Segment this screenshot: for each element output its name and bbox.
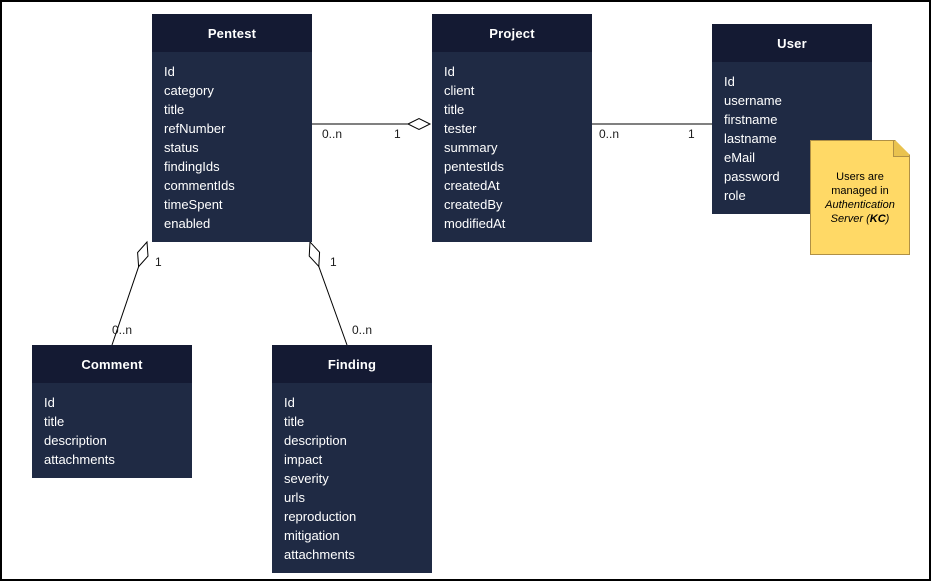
entity-field: Id: [284, 395, 295, 410]
entity-field: summary: [444, 140, 498, 155]
note-text-kc: KC: [869, 212, 886, 225]
entity-pentest: Pentest Id category title refNumber stat…: [152, 14, 312, 242]
entity-field: findingIds: [164, 159, 220, 174]
entity-field: title: [444, 102, 465, 117]
entity-field: commentIds: [164, 178, 235, 193]
entity-field: urls: [284, 490, 305, 505]
entity-field: impact: [284, 452, 323, 467]
entity-field: createdBy: [444, 197, 503, 212]
entity-field: pentestIds: [444, 159, 504, 174]
entity-field: client: [444, 83, 475, 98]
entity-field: tester: [444, 121, 477, 136]
entity-field: refNumber: [164, 121, 226, 136]
multiplicity-pentest-finding-target: 0..n: [352, 323, 373, 337]
entity-field: reproduction: [284, 509, 357, 524]
entity-field: modifiedAt: [444, 216, 506, 231]
entity-field: title: [44, 414, 65, 429]
entity-field: password: [724, 169, 780, 184]
note-text-close: ): [885, 212, 890, 225]
multiplicity-pentest-project-source: 0..n: [322, 127, 343, 141]
entity-field: timeSpent: [164, 197, 223, 212]
entity-comment: Comment Id title description attachments: [32, 345, 192, 478]
entity-field: mitigation: [284, 528, 340, 543]
entity-field: firstname: [724, 112, 778, 127]
entity-field: description: [284, 433, 347, 448]
entity-field: role: [724, 188, 746, 203]
multiplicity-pentest-finding-source: 1: [330, 255, 337, 269]
entity-comment-header: Comment: [32, 345, 192, 383]
entity-field: category: [164, 83, 214, 98]
entity-field: attachments: [284, 547, 355, 562]
entity-field: severity: [284, 471, 329, 486]
entity-field: Id: [164, 64, 175, 79]
entity-user-header: User: [712, 24, 872, 62]
entity-field: Id: [724, 74, 735, 89]
entity-comment-fields: Id title description attachments: [32, 383, 192, 478]
entity-field: lastname: [724, 131, 777, 146]
entity-field: attachments: [44, 452, 115, 467]
sticky-note-text: Users are managed in Authentication Serv…: [817, 170, 903, 226]
note-text-italic: Authentication Server (: [825, 198, 895, 225]
entity-field: title: [164, 102, 185, 117]
entity-field: status: [164, 140, 199, 155]
aggregation-diamond-pentest-comment: [137, 240, 149, 268]
entity-pentest-header: Pentest: [152, 14, 312, 52]
multiplicity-pentest-comment-target: 0..n: [112, 323, 133, 337]
entity-pentest-fields: Id category title refNumber status findi…: [152, 52, 312, 242]
entity-project-fields: Id client title tester summary pentestId…: [432, 52, 592, 242]
entity-field: Id: [444, 64, 455, 79]
multiplicity-project-user-target: 1: [688, 127, 695, 141]
multiplicity-pentest-project-target: 1: [394, 127, 401, 141]
note-text-normal: Users are managed in: [831, 170, 889, 197]
aggregation-diamond-project: [406, 117, 432, 131]
entity-field: enabled: [164, 216, 211, 231]
entity-field: createdAt: [444, 178, 500, 193]
entity-finding-fields: Id title description impact severity url…: [272, 383, 432, 573]
entity-field: eMail: [724, 150, 756, 165]
entity-field: username: [724, 93, 782, 108]
entity-field: title: [284, 414, 305, 429]
entity-finding: Finding Id title description impact seve…: [272, 345, 432, 573]
entity-field: Id: [44, 395, 55, 410]
entity-field: description: [44, 433, 107, 448]
multiplicity-pentest-comment-source: 1: [155, 255, 162, 269]
entity-finding-header: Finding: [272, 345, 432, 383]
aggregation-diamond-pentest-finding: [308, 240, 321, 268]
entity-project: Project Id client title tester summary p…: [432, 14, 592, 242]
multiplicity-project-user-source: 0..n: [599, 127, 620, 141]
entity-project-header: Project: [432, 14, 592, 52]
sticky-note-authentication: Users are managed in Authentication Serv…: [810, 140, 910, 255]
